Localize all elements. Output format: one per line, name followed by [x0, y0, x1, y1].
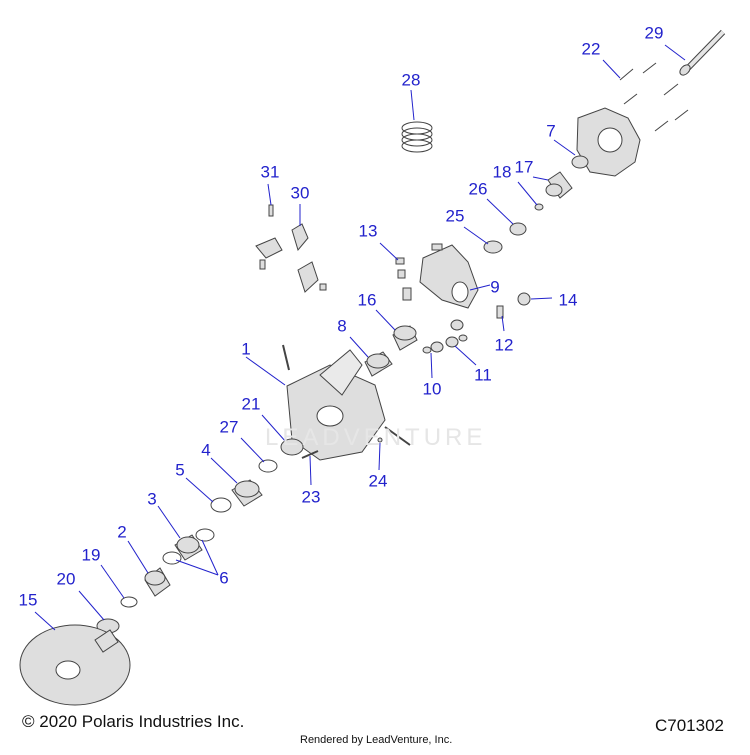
callout-27[interactable]: 27: [219, 417, 239, 437]
part-28-spring: [401, 121, 433, 153]
callout-28[interactable]: 28: [401, 70, 421, 90]
part-code: C701302: [655, 716, 725, 735]
callout-20[interactable]: 20: [56, 569, 76, 589]
part-2-bushing: [144, 567, 171, 597]
part-9-spider-arm: [419, 243, 504, 331]
callout-10[interactable]: 10: [422, 379, 442, 399]
callout-26[interactable]: 26: [468, 179, 488, 199]
rendered-by-text: Rendered by LeadVenture, Inc.: [300, 734, 453, 746]
callout-30[interactable]: 30: [290, 183, 310, 203]
copyright-text: © 2020 Polaris Industries Inc.: [22, 712, 245, 731]
part-30-weights: [255, 223, 327, 293]
part-6-ring-a: [195, 528, 215, 542]
part-3-bushing: [174, 534, 203, 561]
part-19-ring: [120, 596, 138, 608]
callout-25[interactable]: 25: [445, 206, 465, 226]
part-15-fixed-sheave: [19, 624, 131, 706]
leader-lines: [34, 44, 686, 631]
callout-12[interactable]: 12: [494, 335, 514, 355]
part-13-pins: [395, 257, 412, 301]
part-23-pin: [301, 450, 319, 459]
part-29-long-bolt: [679, 29, 726, 76]
part-16-bushing: [392, 325, 418, 351]
part-10-11-rollers: [422, 334, 468, 354]
part-6-ring-b: [162, 551, 182, 565]
callout-13[interactable]: 13: [358, 221, 378, 241]
callout-24[interactable]: 24: [368, 471, 388, 491]
callout-29[interactable]: 29: [644, 23, 664, 43]
callout-3[interactable]: 3: [147, 489, 157, 509]
callout-11[interactable]: 11: [474, 365, 492, 385]
callout-6[interactable]: 6: [219, 568, 229, 588]
callout-18[interactable]: 18: [492, 162, 512, 182]
callout-9[interactable]: 9: [490, 277, 500, 297]
callout-4[interactable]: 4: [201, 440, 211, 460]
callout-8[interactable]: 8: [337, 316, 347, 336]
part-25-washer: [483, 240, 503, 254]
part-17-sleeve: [545, 171, 573, 199]
part-21-bushing: [280, 438, 304, 456]
callout-14[interactable]: 14: [558, 290, 578, 310]
part-1-sheave: [282, 344, 411, 461]
part-18-ring: [534, 203, 544, 211]
part-24-pin: [377, 437, 383, 443]
part-26-washer: [509, 222, 527, 236]
callout-16[interactable]: 16: [357, 290, 377, 310]
callout-21[interactable]: 21: [241, 394, 261, 414]
callout-31[interactable]: 31: [260, 162, 280, 182]
callout-17[interactable]: 17: [514, 157, 534, 177]
callout-19[interactable]: 19: [81, 545, 101, 565]
part-27-ring: [258, 459, 278, 473]
part-22-bolts: [619, 62, 689, 132]
watermark: LEADVENTURE: [265, 424, 487, 451]
part-14-ball: [517, 292, 531, 306]
callout-1[interactable]: 1: [241, 339, 251, 359]
callout-2[interactable]: 2: [117, 522, 127, 542]
part-7-spider: [571, 107, 641, 177]
callout-23[interactable]: 23: [301, 487, 321, 507]
callout-15[interactable]: 15: [18, 590, 38, 610]
callout-5[interactable]: 5: [175, 460, 185, 480]
callout-7[interactable]: 7: [546, 121, 556, 141]
part-8-bushing: [364, 351, 393, 377]
part-31-pin: [268, 204, 274, 217]
part-4-bushing: [231, 479, 263, 507]
callout-22[interactable]: 22: [581, 39, 601, 59]
part-5-ring: [210, 497, 232, 513]
